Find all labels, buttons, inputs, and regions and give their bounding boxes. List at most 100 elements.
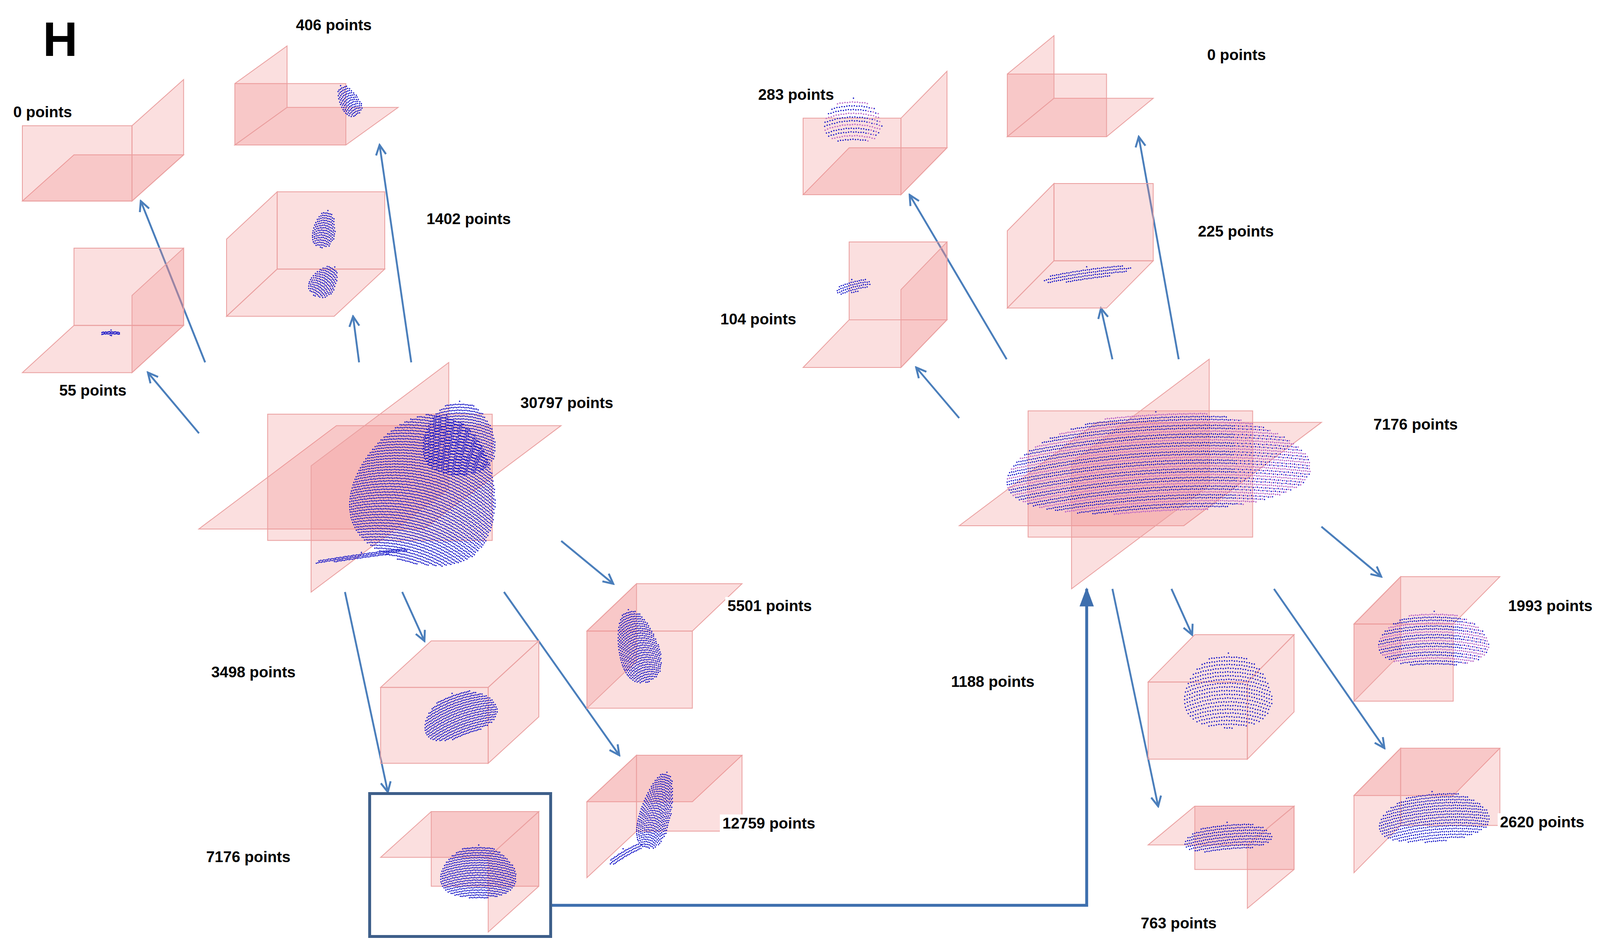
- octant-planes: [1148, 634, 1294, 760]
- octant-planes: [1007, 183, 1154, 309]
- point-count: 1402 points: [424, 209, 514, 229]
- point-count: 7176 points: [1370, 415, 1461, 434]
- octant-planes: [1353, 576, 1500, 702]
- point-cloud: [337, 84, 363, 118]
- subdivision-arrow: [1171, 588, 1193, 635]
- octree-cell: 5501 points: [586, 583, 742, 709]
- point-cloud: [1043, 265, 1132, 284]
- panel-letter: H: [42, 15, 78, 64]
- octree-cell: 30797 points: [198, 362, 562, 592]
- subdivision-arrow: [402, 591, 425, 641]
- cutting-plane: [1053, 183, 1154, 261]
- point-cloud: [316, 400, 497, 567]
- octree-cell: 104 points: [803, 241, 947, 368]
- cutting-plane: [234, 45, 288, 145]
- subdivision-arrow: [352, 316, 360, 363]
- point-count: 55 points: [56, 381, 129, 400]
- point-count: 763 points: [1138, 914, 1219, 933]
- subdivision-arrow: [561, 540, 614, 584]
- point-cloud: [1378, 790, 1490, 843]
- point-count: 1993 points: [1505, 596, 1596, 616]
- octant-planes: [959, 359, 1322, 589]
- point-count: 3498 points: [208, 663, 299, 682]
- point-count: 1188 points: [948, 672, 1038, 691]
- cutting-plane: [132, 79, 184, 201]
- octree-cell: 1993 points: [1353, 576, 1500, 702]
- point-cloud: [1378, 613, 1490, 664]
- point-count: 0 points: [10, 103, 75, 122]
- octant-planes: [22, 79, 184, 201]
- octant-planes: [586, 755, 742, 878]
- octree-cell: 2620 points: [1353, 748, 1500, 873]
- point-count: 5501 points: [725, 596, 815, 616]
- point-cloud: [1184, 821, 1273, 853]
- point-count: 104 points: [717, 310, 799, 329]
- cutting-plane: [1007, 183, 1055, 309]
- point-cloud: [824, 101, 881, 143]
- point-count: 225 points: [1195, 222, 1277, 241]
- octree-cell: 3498 points: [380, 640, 539, 764]
- octant-planes: [1007, 35, 1154, 137]
- point-cloud: [1006, 411, 1310, 515]
- octant-planes: [226, 191, 385, 317]
- octree-cell: 12759 points: [586, 755, 742, 878]
- cutting-plane: [277, 191, 385, 269]
- octree-cell: 225 points: [1007, 183, 1154, 309]
- octant-planes: [234, 45, 399, 145]
- cutting-plane: [803, 118, 901, 196]
- cutting-plane: [226, 191, 278, 317]
- point-cloud: [1378, 610, 1490, 666]
- point-cloud: [439, 844, 517, 899]
- octree-cell: 1188 points: [1148, 634, 1294, 760]
- octree-cell: 7176 points: [959, 359, 1322, 589]
- octree-cell: 55 points: [22, 248, 184, 373]
- point-count: 2620 points: [1497, 813, 1588, 832]
- point-cloud: [836, 278, 871, 295]
- octree-cell: 0 points: [1007, 35, 1154, 137]
- octree-cell: 7176 points: [368, 791, 552, 938]
- octant-planes: [380, 640, 539, 764]
- cutting-plane: [311, 362, 449, 592]
- octant-planes: [586, 583, 742, 709]
- subdivision-arrow: [147, 372, 199, 434]
- cutting-plane: [900, 71, 947, 195]
- point-count: 12759 points: [719, 814, 818, 833]
- point-cloud: [101, 329, 121, 337]
- octree-cell: 406 points: [234, 45, 399, 145]
- point-count: 7176 points: [203, 847, 294, 867]
- point-cloud: [1183, 652, 1273, 729]
- subdivision-arrow: [916, 367, 960, 418]
- cutting-plane: [1353, 748, 1401, 873]
- point-cloud: [1006, 412, 1311, 515]
- octant-planes: [380, 811, 539, 932]
- octant-planes: [1148, 806, 1294, 908]
- point-count: 30797 points: [517, 393, 616, 413]
- point-cloud: [424, 690, 498, 741]
- octant-planes: [803, 241, 947, 368]
- octree-cell: 1402 points: [226, 191, 385, 317]
- point-cloud: [609, 771, 673, 865]
- octant-planes: [198, 362, 562, 592]
- cutting-plane: [1148, 682, 1248, 760]
- cutting-plane: [1400, 748, 1501, 826]
- point-count: 0 points: [1204, 45, 1269, 65]
- cutting-plane: [1007, 35, 1055, 137]
- point-count: 283 points: [755, 85, 837, 104]
- cutting-plane: [900, 241, 947, 368]
- cutting-plane: [586, 583, 637, 709]
- cutting-plane: [488, 640, 539, 764]
- octree-cell: 763 points: [1148, 806, 1294, 908]
- cutting-plane: [22, 125, 133, 202]
- cutting-plane: [1247, 806, 1294, 908]
- subdivision-arrow: [1321, 526, 1381, 577]
- point-count: 406 points: [293, 16, 375, 35]
- point-cloud: [617, 608, 662, 684]
- subdivision-arrow: [1100, 308, 1113, 360]
- octree-cell: 283 points: [803, 71, 947, 195]
- octree-cell: 0 points: [22, 79, 184, 201]
- octant-planes: [1353, 748, 1500, 873]
- octant-planes: [22, 248, 184, 373]
- point-cloud: [308, 209, 338, 299]
- point-cloud: [823, 97, 883, 143]
